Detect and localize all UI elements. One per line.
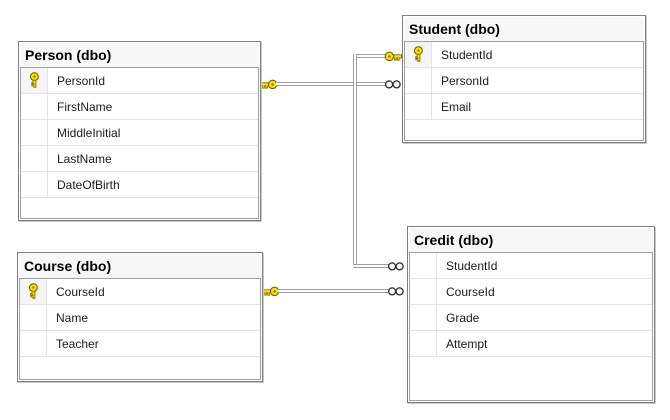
many-end-infinity-icon [384, 79, 402, 90]
table-course[interactable]: Course (dbo) CourseId Name Teacher [17, 252, 263, 382]
column-row-personid[interactable]: PersonId [21, 68, 258, 94]
table-course-columns: CourseId Name Teacher [19, 278, 261, 380]
column-row-teacher[interactable]: Teacher [20, 331, 260, 357]
row-selector-cell [410, 331, 437, 356]
row-selector-cell [410, 279, 437, 304]
table-student[interactable]: Student (dbo) StudentId PersonId Email [402, 15, 646, 143]
table-person[interactable]: Person (dbo) PersonId FirstName MiddleIn… [18, 41, 261, 221]
column-row-lastname[interactable]: LastName [21, 146, 258, 172]
empty-row-area [405, 120, 643, 140]
column-name: CourseId [56, 284, 105, 299]
column-row-grade[interactable]: Grade [410, 305, 652, 331]
relationship-line[interactable] [277, 289, 388, 293]
column-name: StudentId [446, 258, 498, 273]
row-selector-cell [21, 146, 48, 171]
primary-key-icon [405, 42, 432, 67]
row-selector-cell [21, 94, 48, 119]
table-person-title[interactable]: Person (dbo) [20, 43, 259, 67]
relationship-line[interactable] [276, 82, 386, 86]
row-selector-cell [20, 331, 47, 356]
row-selector-cell [405, 94, 432, 119]
column-row-name[interactable]: Name [20, 305, 260, 331]
column-name: Email [441, 99, 472, 114]
many-end-infinity-icon [387, 261, 405, 272]
column-name: Name [56, 310, 89, 325]
row-selector-cell [21, 120, 48, 145]
primary-key-icon [21, 68, 48, 93]
column-name: FirstName [57, 99, 113, 114]
column-row-middleinitial[interactable]: MiddleInitial [21, 120, 258, 146]
row-selector-cell [21, 172, 48, 197]
row-selector-cell [410, 253, 437, 278]
row-selector-cell [410, 305, 437, 330]
table-credit-title[interactable]: Credit (dbo) [409, 228, 653, 252]
column-name: StudentId [441, 47, 493, 62]
table-course-title[interactable]: Course (dbo) [19, 254, 261, 278]
column-name: CourseId [446, 284, 495, 299]
column-row-courseid[interactable]: CourseId [410, 279, 652, 305]
column-name: Grade [446, 310, 480, 325]
column-row-email[interactable]: Email [405, 94, 643, 120]
empty-row-area [20, 357, 260, 379]
table-person-columns: PersonId FirstName MiddleInitial LastNam… [20, 67, 259, 219]
row-selector-cell [20, 305, 47, 330]
column-row-studentid[interactable]: StudentId [410, 253, 652, 279]
many-end-infinity-icon [387, 286, 405, 297]
table-credit-columns: StudentId CourseId Grade Attempt [409, 252, 653, 401]
column-name: MiddleInitial [57, 125, 121, 140]
primary-key-icon [20, 279, 47, 304]
column-row-personid[interactable]: PersonId [405, 68, 643, 94]
column-row-attempt[interactable]: Attempt [410, 331, 652, 357]
row-selector-cell [405, 68, 432, 93]
column-name: PersonId [441, 73, 490, 88]
column-name: LastName [57, 151, 112, 166]
empty-row-area [410, 357, 652, 400]
column-name: Teacher [56, 336, 99, 351]
column-row-studentid[interactable]: StudentId [405, 42, 643, 68]
relationship-line[interactable] [353, 54, 357, 268]
column-row-courseid[interactable]: CourseId [20, 279, 260, 305]
column-row-firstname[interactable]: FirstName [21, 94, 258, 120]
relationship-line[interactable] [353, 54, 386, 58]
relationship-line[interactable] [353, 264, 389, 268]
column-name: PersonId [57, 73, 106, 88]
one-end-key-icon [384, 51, 403, 62]
column-row-dateofbirth[interactable]: DateOfBirth [21, 172, 258, 198]
column-name: Attempt [446, 336, 488, 351]
table-credit[interactable]: Credit (dbo) StudentId CourseId Grade At… [407, 226, 655, 403]
column-name: DateOfBirth [57, 177, 120, 192]
table-student-title[interactable]: Student (dbo) [404, 17, 644, 41]
empty-row-area [21, 198, 258, 218]
table-student-columns: StudentId PersonId Email [404, 41, 644, 141]
